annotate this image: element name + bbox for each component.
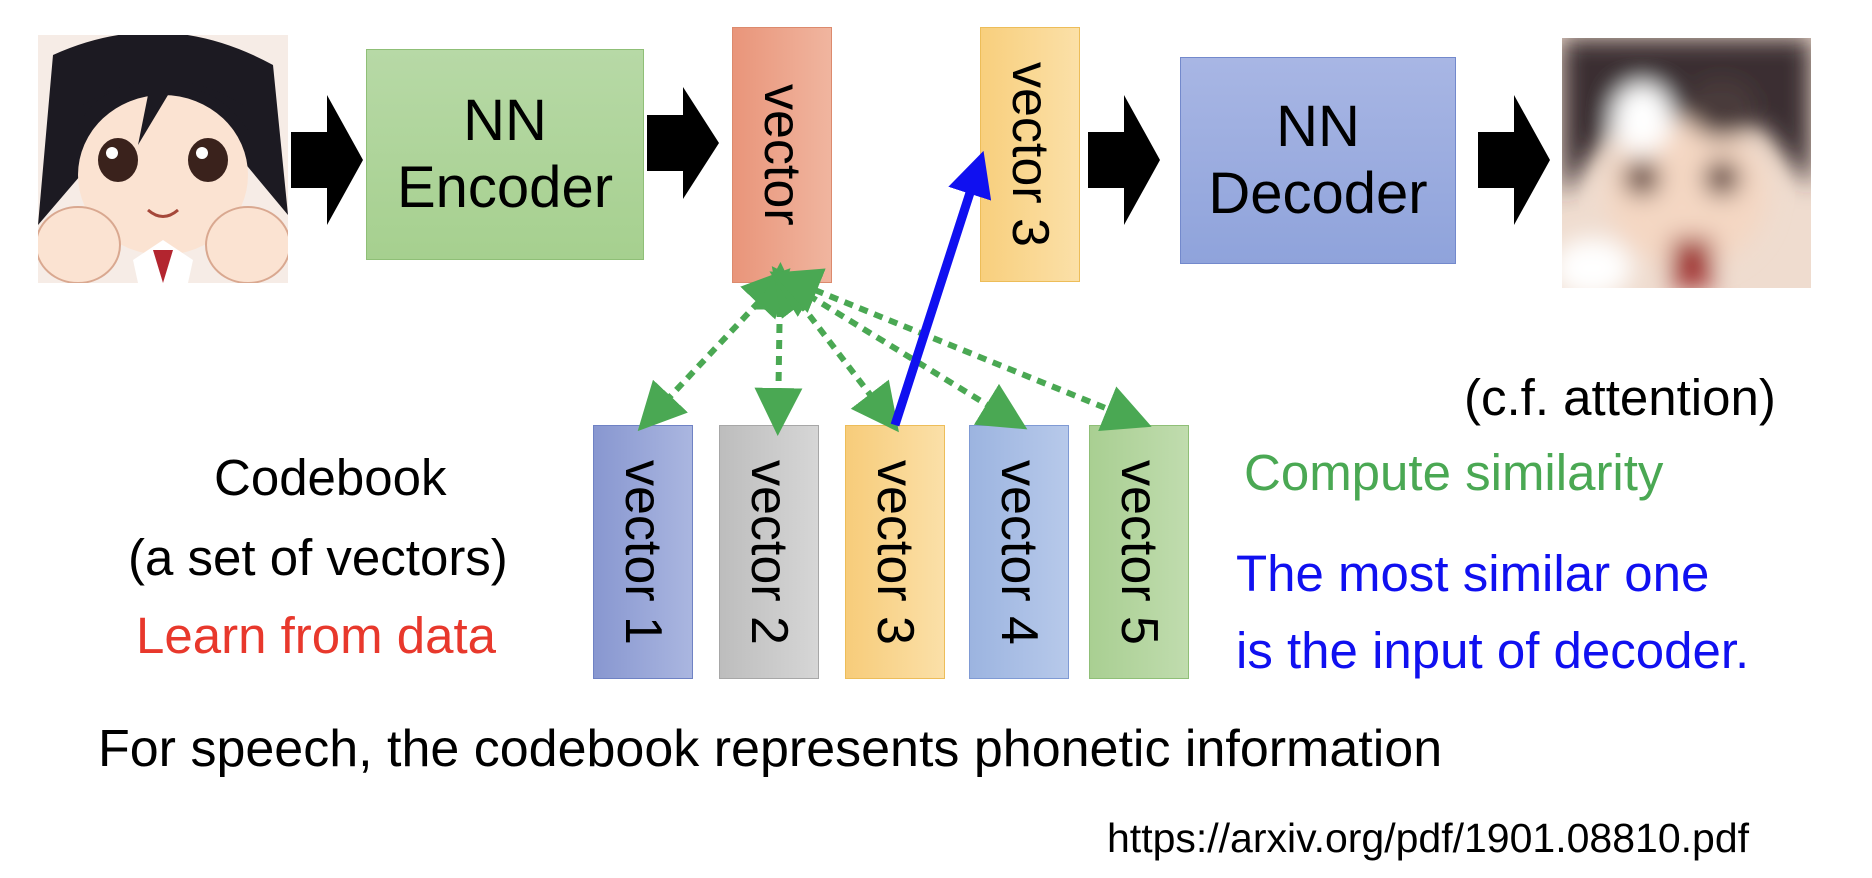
encoded-vector-label: vector	[753, 84, 811, 226]
codebook-vector-2: vector 2	[719, 425, 819, 679]
decoder-label-line1: NN	[1276, 93, 1360, 159]
codebook-vector-2-label: vector 2	[740, 459, 798, 645]
selection-arrow	[890, 150, 992, 427]
flow-arrow-3-icon	[1088, 95, 1160, 225]
compute-similarity-note: Compute similarity	[1244, 444, 1664, 501]
selected-vector-block: vector 3	[980, 27, 1080, 282]
codebook-vector-1-label: vector 1	[614, 459, 672, 645]
input-image	[38, 35, 288, 283]
source-url: https://arxiv.org/pdf/1901.08810.pdf	[1107, 815, 1750, 861]
nn-decoder-block: NN Decoder	[1180, 57, 1456, 264]
speech-note: For speech, the codebook represents phon…	[98, 720, 1443, 778]
codebook-vector-5: vector 5	[1089, 425, 1189, 679]
most-similar-note-line1: The most similar one	[1236, 545, 1710, 602]
flow-arrow-1-icon	[291, 95, 363, 225]
encoded-vector-block: vector	[732, 27, 832, 283]
similarity-arrow-5	[772, 268, 1152, 431]
learn-from-data-note: Learn from data	[136, 607, 497, 664]
codebook-vector-5-label: vector 5	[1110, 459, 1168, 645]
encoder-label-line1: NN	[463, 87, 547, 153]
codebook-vector-4-label: vector 4	[990, 459, 1048, 645]
decoder-label-line2: Decoder	[1208, 160, 1428, 226]
attention-note: (c.f. attention)	[1464, 369, 1776, 426]
codebook-vector-3-label: vector 3	[866, 459, 924, 645]
codebook-vector-1: vector 1	[593, 425, 693, 679]
similarity-arrow-2	[754, 262, 804, 436]
codebook-vector-4: vector 4	[969, 425, 1069, 679]
codebook-vector-3: vector 3	[845, 425, 945, 679]
output-image	[1562, 38, 1811, 288]
most-similar-note-line2: is the input of decoder.	[1236, 622, 1750, 679]
encoder-label-line2: Encoder	[396, 154, 614, 220]
selected-vector-label: vector 3	[1001, 62, 1059, 247]
nn-encoder-block: NN Encoder	[366, 49, 644, 260]
codebook-description: (a set of vectors)	[128, 529, 508, 586]
similarity-arrow-1	[637, 268, 791, 432]
similarity-arrow-3	[771, 266, 899, 433]
codebook-title: Codebook	[214, 449, 447, 506]
flow-arrow-2-icon	[647, 87, 719, 199]
flow-arrow-4-icon	[1478, 95, 1550, 225]
